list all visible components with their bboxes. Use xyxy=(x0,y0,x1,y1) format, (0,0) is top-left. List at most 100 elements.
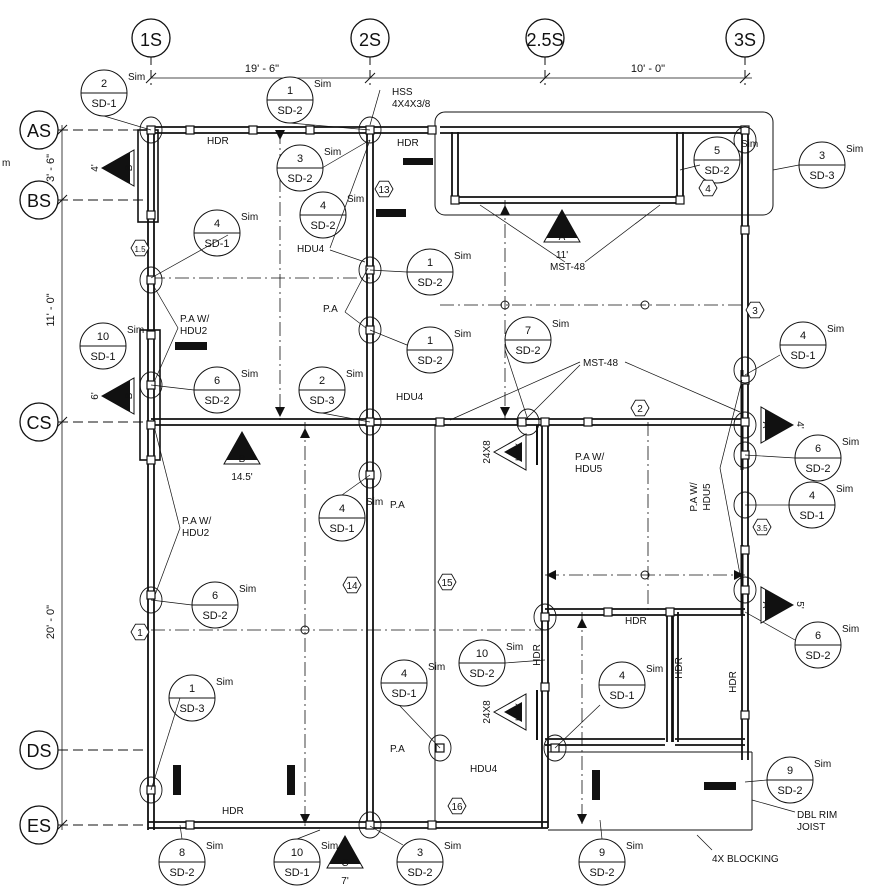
leader-line xyxy=(599,819,603,840)
detail-callout-sim: Sim xyxy=(842,624,859,635)
post xyxy=(540,417,550,427)
hold-down-circle xyxy=(428,734,452,762)
leader-line xyxy=(150,599,193,606)
detail-callout-sheet: SD-2 xyxy=(417,277,442,289)
post xyxy=(603,607,613,617)
leader-line xyxy=(341,474,371,496)
shear-tag-length: 4' xyxy=(794,421,805,429)
note-hdr: HDR xyxy=(222,806,244,817)
leader-line xyxy=(744,454,796,459)
detail-callout-sim: Sim xyxy=(324,147,341,158)
leader-line xyxy=(679,164,701,171)
post xyxy=(146,590,156,600)
hex-tag-label: 2 xyxy=(637,404,643,415)
hfx-size: 24X8 xyxy=(482,700,493,724)
grid-label-row: BS xyxy=(27,191,51,211)
detail-callout-number: 6 xyxy=(212,590,218,602)
detail-callout-number: 4 xyxy=(320,200,326,212)
detail-callout-sim: Sim xyxy=(128,72,145,83)
detail-callout-sim: Sim xyxy=(646,664,663,675)
shear-tag-length: 14.5' xyxy=(231,472,252,483)
detail-callout-sim: Sim xyxy=(741,139,758,150)
detail-callout-number: 4 xyxy=(809,490,815,502)
hold-down-circle xyxy=(358,408,382,436)
grid-bubble-col xyxy=(725,18,765,58)
detail-callout-sheet: SD-2 xyxy=(805,650,830,662)
detail-callout-sim: Sim xyxy=(626,841,643,852)
detail-callout-number: 2 xyxy=(101,78,107,90)
leader-line xyxy=(504,659,546,664)
detail-callout-number: 4 xyxy=(339,503,345,515)
hex-tag xyxy=(374,180,394,198)
beam-arrow xyxy=(734,570,744,580)
detail-callout-sheet: SD-1 xyxy=(609,690,634,702)
detail-callout-number: 7 xyxy=(525,325,531,337)
dim-text-top: 10' - 0" xyxy=(631,63,665,75)
hold-down-circle xyxy=(533,603,557,631)
beam-arrow xyxy=(275,407,285,417)
shear-tag-fill xyxy=(226,432,258,460)
detail-callout-number: 9 xyxy=(599,847,605,859)
shear-tag-length: 11' xyxy=(556,250,568,261)
shear-tag-length: 4' xyxy=(90,164,101,172)
hex-tag-label: 1.5 xyxy=(134,245,146,254)
detail-callout-number: 4 xyxy=(800,330,806,342)
hold-down-circle xyxy=(139,586,163,614)
note-pa-with: P.A W/ xyxy=(689,482,700,511)
post xyxy=(435,417,445,427)
dim-tick xyxy=(56,124,68,136)
note-pa: P.A xyxy=(390,500,405,511)
note-hdr: HDR xyxy=(625,616,647,627)
detail-callout-sheet: SD-2 xyxy=(417,355,442,367)
hex-tag-label: 3 xyxy=(752,306,758,317)
leader-line xyxy=(296,829,321,840)
detail-callout-number: 8 xyxy=(179,847,185,859)
detail-callout-sim: Sim xyxy=(321,841,338,852)
post xyxy=(185,125,195,135)
shear-tag-fill xyxy=(329,836,361,864)
edge-note: m xyxy=(2,158,10,169)
leader-line xyxy=(584,204,661,263)
note-dbl-rim-joist: JOIST xyxy=(797,822,825,833)
post xyxy=(146,275,156,285)
note-hdr: HDR xyxy=(674,657,685,679)
grid-label-row: AS xyxy=(27,121,51,141)
note-hss: HSS xyxy=(392,87,413,98)
beam-center xyxy=(640,570,650,580)
hold-down-circle xyxy=(733,441,757,469)
leader-line xyxy=(369,825,404,846)
detail-callout-sheet: SD-2 xyxy=(805,463,830,475)
note-blocking: 4X BLOCKING xyxy=(712,854,779,865)
post xyxy=(740,125,750,135)
hex-tag xyxy=(745,301,765,319)
note-hdu2: HDU2 xyxy=(182,528,210,539)
detail-callout-sheet: SD-2 xyxy=(515,345,540,357)
detail-callout-sheet: SD-1 xyxy=(284,867,309,879)
hex-tag xyxy=(752,518,772,536)
note-hdr: HDR xyxy=(207,136,229,147)
note-mst48: MST-48 xyxy=(550,262,585,273)
beam-arrow xyxy=(577,814,587,824)
detail-callout-sim: Sim xyxy=(836,484,853,495)
detail-callout-sim: Sim xyxy=(506,642,523,653)
detail-callout-sim: Sim xyxy=(314,79,331,90)
note-pa-with: P.A W/ xyxy=(182,516,211,527)
post xyxy=(248,125,258,135)
beam-arrow xyxy=(275,130,285,140)
header-block xyxy=(376,209,406,217)
grid-label-row: CS xyxy=(26,413,51,433)
note-hdr: HDR xyxy=(397,138,419,149)
beam-arrow xyxy=(500,407,510,417)
detail-callout-sheet: SD-1 xyxy=(90,351,115,363)
hex-tag xyxy=(630,399,650,417)
hex-tag-label: 15 xyxy=(441,578,453,589)
hex-tag xyxy=(437,573,457,591)
note-hss-size: 4X4X3/8 xyxy=(392,99,431,110)
hfx-label: HFX xyxy=(514,703,524,721)
detail-callout-sheet: SD-1 xyxy=(329,523,354,535)
grid-label-col: 1S xyxy=(140,30,162,50)
shear-tag-length: 7' xyxy=(341,876,349,887)
leader-line xyxy=(751,799,796,813)
